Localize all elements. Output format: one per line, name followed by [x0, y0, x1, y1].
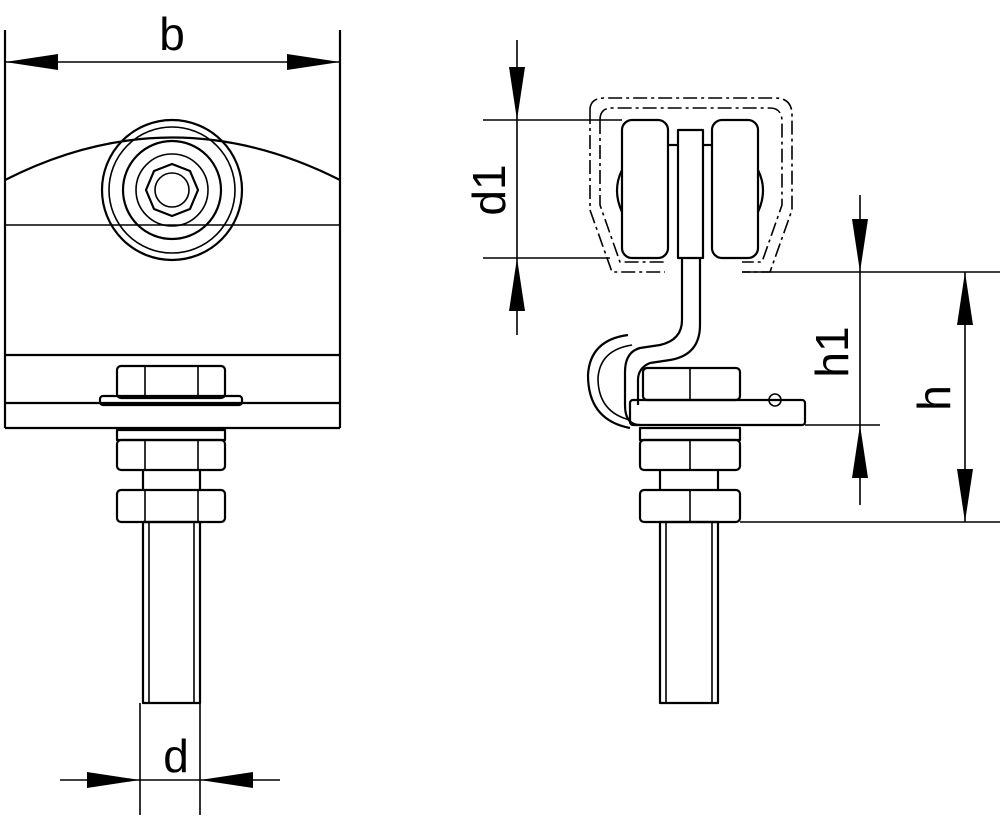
dimension-d: d [60, 703, 280, 815]
bolt-side [628, 366, 807, 705]
bracket [586, 258, 702, 430]
roller-face [100, 118, 244, 262]
roller-wheels [615, 118, 765, 260]
front-view: b d [3, 8, 342, 815]
label-d: d [163, 730, 189, 782]
label-h: h [908, 385, 960, 411]
bolt-front [98, 364, 244, 705]
dimension-h1: h1 [742, 195, 1000, 505]
dimension-b: b [5, 8, 340, 70]
dimension-h: h [740, 272, 1000, 523]
label-b: b [159, 8, 185, 60]
label-h1: h1 [806, 326, 858, 377]
label-d1: d1 [463, 164, 515, 215]
dimension-d1: d1 [463, 40, 622, 335]
side-view: d1 h1 h [463, 40, 1000, 705]
